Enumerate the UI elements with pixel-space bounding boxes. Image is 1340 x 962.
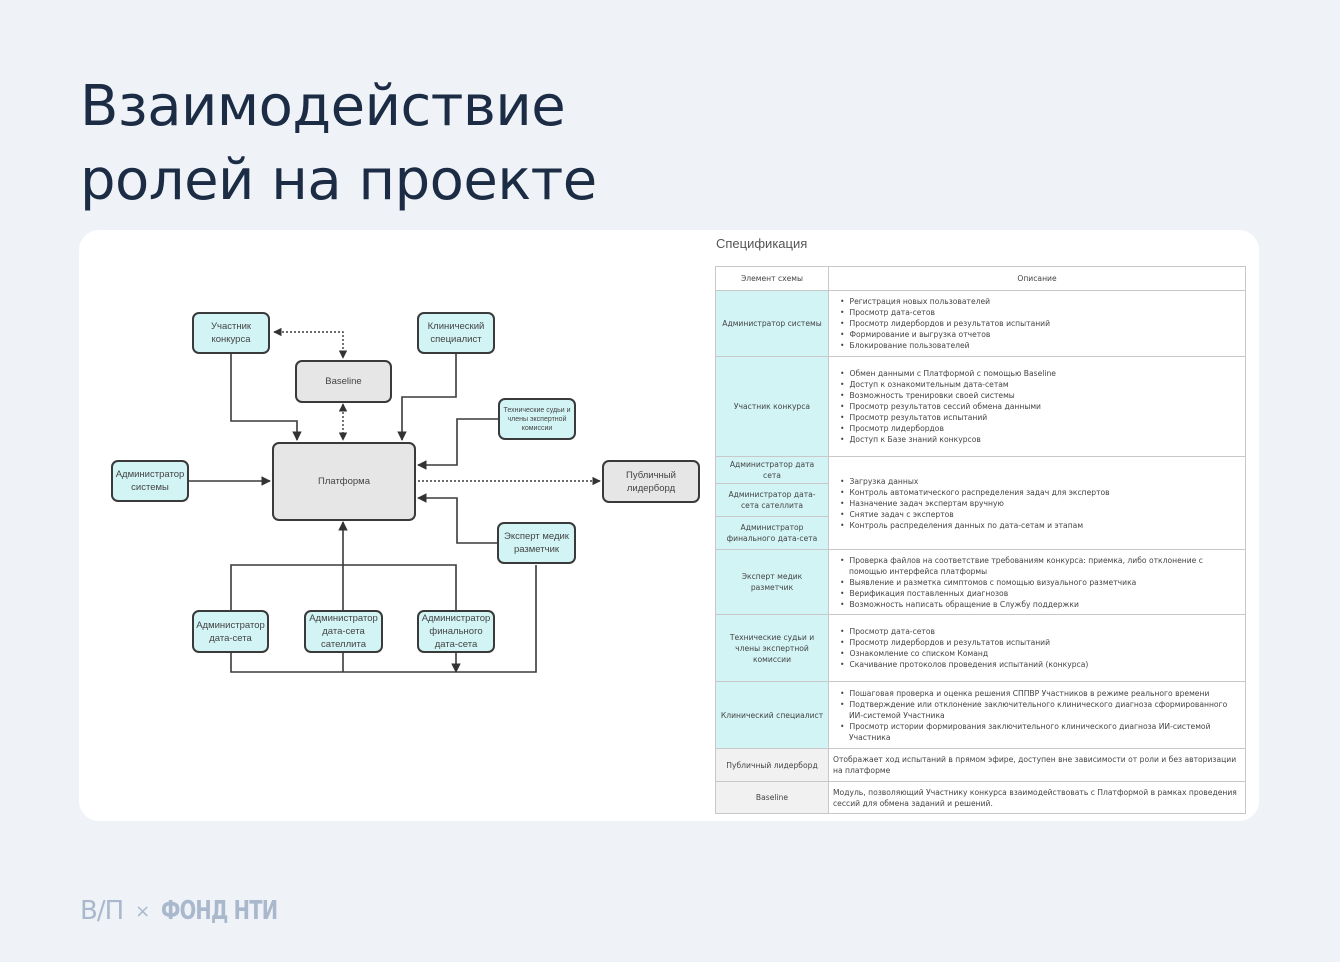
list-item: Просмотр лидербордов и результатов испыт… — [841, 637, 1241, 648]
element-cell: Эксперт медик разметчик — [715, 549, 829, 615]
page-title: Взаимодействие ролей на проекте — [80, 70, 597, 218]
description-cell: Отображает ход испытаний в прямом эфире,… — [828, 748, 1246, 782]
spec-title: Спецификация — [716, 236, 808, 251]
list-item: Загрузка данных — [841, 476, 1241, 487]
list-item: Доступ к ознакомительным дата-сетам — [841, 379, 1241, 390]
node-sysadmin: Администратор системы — [111, 460, 189, 502]
list-item: Регистрация новых пользователей — [841, 296, 1241, 307]
title-line-1: Взаимодействие — [80, 74, 566, 139]
logo-separator: × — [135, 900, 150, 922]
list-item: Обмен данными с Платформой с помощью Bas… — [841, 368, 1241, 379]
node-final-admin: Администратор финального дата-сета — [417, 610, 495, 653]
node-sat-admin: Администратор дата-сета сателлита — [304, 610, 383, 653]
element-cell: Администратор системы — [715, 290, 829, 357]
description-cell: Модуль, позволяющий Участнику конкурса в… — [828, 781, 1246, 814]
node-ds-admin: Администратор дата-сета — [192, 610, 269, 653]
list-item: Снятие задач с экспертов — [841, 509, 1241, 520]
list-item: Блокирование пользователей — [841, 340, 1241, 351]
element-cell: Администратор финального дата-сета — [715, 516, 829, 550]
list-item: Назначение задач экспертам вручную — [841, 498, 1241, 509]
list-item: Просмотр результатов испытаний — [841, 412, 1241, 423]
table-row: Администратор дата сетаЗагрузка данныхКо… — [715, 456, 1246, 550]
node-expert: Эксперт медик разметчик — [497, 522, 576, 564]
title-line-2: ролей на проекте — [80, 148, 597, 213]
table-row: Администратор системыРегистрация новых п… — [715, 290, 1246, 357]
description-cell: Регистрация новых пользователейПросмотр … — [828, 290, 1246, 357]
list-item: Верификация поставленных диагнозов — [841, 588, 1241, 599]
description-cell: Обмен данными с Платформой с помощью Bas… — [828, 356, 1246, 457]
list-item: Возможность написать обращение в Службу … — [841, 599, 1241, 610]
node-platform: Платформа — [272, 442, 416, 521]
element-cell: Baseline — [715, 781, 829, 814]
list-item: Просмотр результатов сессий обмена данны… — [841, 401, 1241, 412]
table-row: Клинический специалист Пошаговая проверка… — [715, 681, 1246, 749]
list-item: Возможность тренировки своей системы — [841, 390, 1241, 401]
node-baseline: Baseline — [295, 360, 392, 403]
list-item: Просмотр лидербордов и результатов испыт… — [841, 318, 1241, 329]
element-cell: Участник конкурса — [715, 356, 829, 457]
list-item: Подтверждение или отклонение заключитель… — [841, 699, 1241, 721]
element-cell: Администратор дата-сета сателлита — [715, 483, 829, 517]
description-list: Просмотр дата-сетовПросмотр лидербордов … — [833, 626, 1241, 670]
element-cell: Администратор дата сета — [715, 456, 829, 484]
node-judges: Технические судьи и члены экспертной ком… — [498, 398, 576, 440]
list-item: Контроль распределения данных по дата-се… — [841, 520, 1241, 531]
node-participant: Участник конкурса — [192, 312, 270, 354]
table-row: Технические судьи и члены экспертной ком… — [715, 614, 1246, 682]
list-item: Проверка файлов на соответствие требован… — [841, 555, 1241, 577]
element-cell: Публичный лидерборд — [715, 748, 829, 782]
node-leaderboard: Публичный лидерборд — [602, 460, 700, 503]
description-list: Регистрация новых пользователейПросмотр … — [833, 296, 1241, 351]
description-list: Проверка файлов на соответствие требован… — [833, 555, 1241, 610]
list-item: Скачивание протоколов проведения испытан… — [841, 659, 1241, 670]
element-cell: Технические судьи и члены экспертной ком… — [715, 614, 829, 682]
header-description: Описание — [828, 266, 1246, 291]
table-row: Участник конкурса Обмен данными с Платфор… — [715, 356, 1246, 457]
header-element: Элемент схемы — [715, 266, 829, 291]
description-cell: Проверка файлов на соответствие требован… — [828, 549, 1246, 615]
description-cell: Просмотр дата-сетовПросмотр лидербордов … — [828, 614, 1246, 682]
description-list: Обмен данными с Платформой с помощью Bas… — [833, 368, 1241, 445]
footer-logos: В/П × ФОНД НТИ — [80, 896, 316, 926]
list-item: Просмотр дата-сетов — [841, 307, 1241, 318]
logo-vp: В/П — [80, 896, 124, 926]
list-item: Ознакомление со списком Команд — [841, 648, 1241, 659]
element-cell: Клинический специалист — [715, 681, 829, 749]
description-list: Пошаговая проверка и оценка решения СППВ… — [833, 688, 1241, 743]
list-item: Контроль автоматического распределения з… — [841, 487, 1241, 498]
description-cell: Загрузка данныхКонтроль автоматического … — [828, 456, 1246, 550]
list-item: Пошаговая проверка и оценка решения СППВ… — [841, 688, 1241, 699]
list-item: Доступ к Базе знаний конкурсов — [841, 434, 1241, 445]
list-item: Выявление и разметка симптомов с помощью… — [841, 577, 1241, 588]
description-list: Загрузка данныхКонтроль автоматического … — [833, 476, 1241, 531]
logo-nti: ФОНД НТИ — [161, 896, 278, 926]
description-cell: Пошаговая проверка и оценка решения СППВ… — [828, 681, 1246, 749]
list-item: Просмотр дата-сетов — [841, 626, 1241, 637]
list-item: Просмотр истории формирования заключител… — [841, 721, 1241, 743]
node-clinical: Клинический специалист — [417, 312, 495, 354]
table-row: Эксперт медик разметчик Проверка файлов н… — [715, 549, 1246, 615]
list-item: Просмотр лидербордов — [841, 423, 1241, 434]
list-item: Формирование и выгрузка отчетов — [841, 329, 1241, 340]
